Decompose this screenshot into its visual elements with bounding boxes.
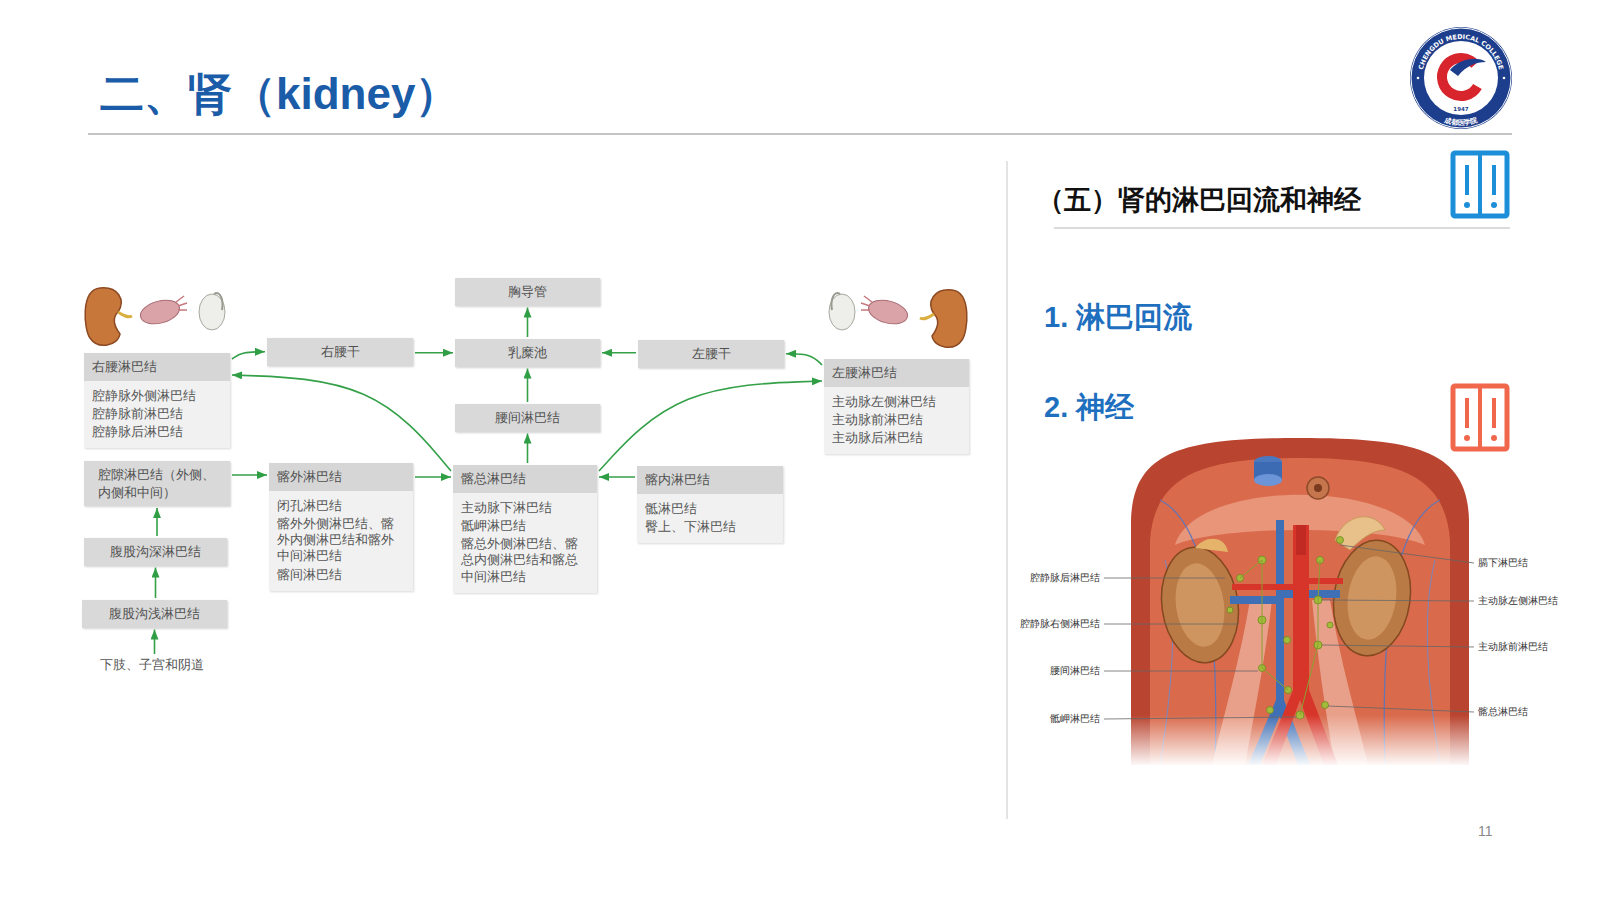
node-label: 腰间淋巴结 (461, 409, 594, 427)
node-label: 下肢、子宫和阴道 (92, 656, 212, 674)
part-label: 骶岬淋巴结 (1050, 713, 1100, 725)
part-label: 腔静脉右侧淋巴结 (1020, 618, 1100, 630)
node-item: 髂外外侧淋巴结、髂外内侧淋巴结和髂外中间淋巴结 (269, 515, 413, 566)
flow-arrow (232, 352, 265, 359)
node-item: 闭孔淋巴结 (269, 491, 413, 515)
part-label: 腔静脉后淋巴结 (1030, 572, 1100, 584)
subsection-heading: 2. 神经 (1044, 389, 1134, 425)
node-label: 右腰干 (273, 343, 407, 361)
part-label: 髂总淋巴结 (1478, 706, 1528, 718)
node-item: 骶岬淋巴结 (453, 517, 597, 535)
node-label: 右腰淋巴结 (84, 353, 230, 381)
lymph-node-group-box: 右腰淋巴结腔静脉外侧淋巴结腔静脉前淋巴结腔静脉后淋巴结 (84, 353, 230, 448)
panel-divider (1007, 161, 1008, 819)
node-item: 髂总外侧淋巴结、髂总内侧淋巴结和髂总中间淋巴结 (453, 535, 597, 593)
lymph-node-box: 腹股沟深淋巴结 (84, 538, 227, 566)
node-item: 骶淋巴结 (637, 494, 783, 518)
node-item: 臀上、下淋巴结 (637, 518, 783, 543)
node-label: 髂外淋巴结 (269, 463, 413, 491)
node-item: 主动脉前淋巴结 (824, 411, 969, 429)
lymph-node-box: 腹股沟浅淋巴结 (82, 600, 227, 628)
section-heading: （五）肾的淋巴回流和神经 (1037, 184, 1361, 218)
part-label: 主动脉左侧淋巴结 (1478, 595, 1558, 607)
abdomen-illustration (1125, 438, 1477, 767)
logo-text: CHENGDU MEDICAL COLLEGE (1417, 33, 1505, 71)
flow-arrow (602, 352, 636, 354)
node-label: 乳糜池 (461, 344, 594, 362)
section-icon (1453, 386, 1507, 449)
flow-arrow (599, 476, 635, 478)
flow-arrow (156, 508, 158, 536)
lymph-node-group-box: 髂外淋巴结闭孔淋巴结髂外外侧淋巴结、髂外内侧淋巴结和髂外中间淋巴结髂间淋巴结 (269, 463, 413, 591)
flow-arrow (786, 354, 822, 365)
part-label: 腰间淋巴结 (1050, 665, 1100, 677)
flow-arrow (599, 381, 822, 471)
heading-rule (1054, 227, 1510, 229)
node-label: 左腰干 (644, 345, 778, 363)
node-label: 腹股沟浅淋巴结 (88, 605, 221, 623)
slide-title: 二、肾（kidney） (100, 72, 459, 116)
flow-arrow (232, 375, 451, 471)
section-icon (1453, 153, 1507, 216)
node-label: 髂总淋巴结 (453, 465, 597, 493)
flow-arrow (154, 630, 156, 654)
part-label: 膈下淋巴结 (1478, 557, 1528, 569)
subsection-heading: 1. 淋巴回流 (1044, 299, 1192, 335)
lymph-node-box: 乳糜池 (455, 339, 600, 367)
node-item: 腔静脉前淋巴结 (84, 405, 230, 423)
part-label: 主动脉前淋巴结 (1478, 641, 1548, 653)
node-label: 髂内淋巴结 (637, 466, 783, 494)
lymph-node-group-box: 左腰淋巴结主动脉左侧淋巴结主动脉前淋巴结主动脉后淋巴结 (824, 359, 969, 454)
node-item: 腔静脉后淋巴结 (84, 423, 230, 448)
lymph-node-box: 左腰干 (638, 340, 784, 368)
node-label: 左腰淋巴结 (824, 359, 969, 387)
flow-arrow (527, 434, 529, 463)
node-item: 腔静脉外侧淋巴结 (84, 381, 230, 405)
node-label: 腔隙淋巴结（外侧、内侧和中间） (98, 466, 224, 501)
node-label: 腹股沟深淋巴结 (90, 543, 221, 561)
lymph-node-group-box: 髂总淋巴结主动脉下淋巴结骶岬淋巴结髂总外侧淋巴结、髂总内侧淋巴结和髂总中间淋巴结 (453, 465, 597, 593)
node-item: 髂间淋巴结 (269, 566, 413, 591)
flow-arrow (232, 474, 267, 476)
lymph-node-box: 腰间淋巴结 (455, 404, 600, 432)
leader-line (1104, 545, 1474, 719)
flow-arrow (415, 476, 451, 478)
flow-arrow (415, 352, 453, 354)
lymph-node-box: 胸导管 (455, 278, 600, 306)
node-item: 主动脉左侧淋巴结 (824, 387, 969, 411)
lymph-node-box: 右腰干 (267, 338, 413, 366)
page-number: 11 (1478, 823, 1493, 841)
logo-year: 1947 (1453, 106, 1468, 112)
lymph-node-group-box: 髂内淋巴结骶淋巴结臀上、下淋巴结 (637, 466, 783, 543)
node-label: 胸导管 (461, 283, 594, 301)
flow-arrow (527, 308, 529, 337)
flow-arrow (527, 369, 529, 402)
logo-text: 成都医学院 (1442, 115, 1478, 127)
lymph-node-box: 腔隙淋巴结（外侧、内侧和中间） (84, 461, 230, 506)
source-text: 下肢、子宫和阴道 (92, 656, 212, 674)
flow-arrow (155, 568, 157, 598)
college-logo: CHENGDU MEDICAL COLLEGE 成都医学院 1947 (1410, 27, 1512, 129)
title-rule (88, 134, 1512, 135)
node-item: 主动脉下淋巴结 (453, 493, 597, 517)
node-item: 主动脉后淋巴结 (824, 429, 969, 454)
